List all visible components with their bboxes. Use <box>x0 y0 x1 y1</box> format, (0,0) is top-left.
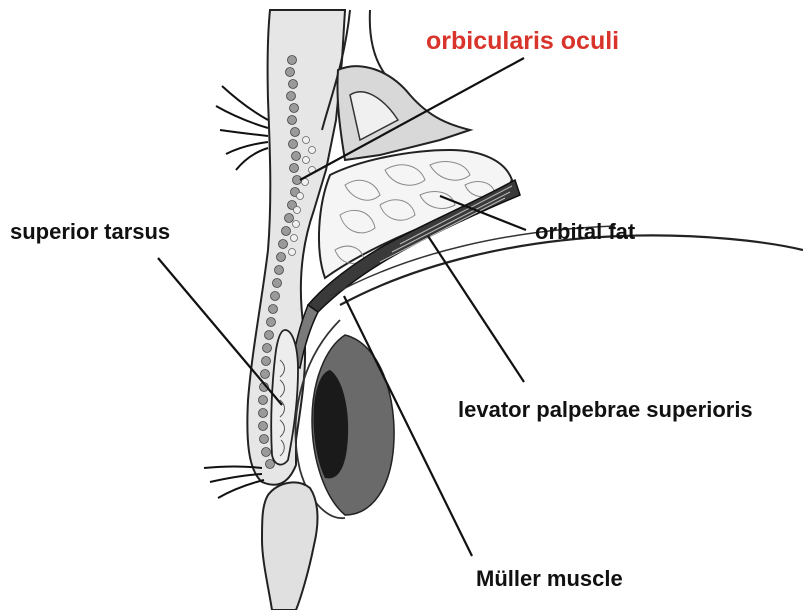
lower-eyelid <box>262 482 317 610</box>
leader-levator <box>428 236 524 382</box>
label-orbital-fat: orbital fat <box>535 219 635 245</box>
label-levator-palpebrae-superioris: levator palpebrae superioris <box>458 397 753 423</box>
upper-eyelashes-icon <box>216 86 268 170</box>
label-muller-muscle: Müller muscle <box>476 566 623 592</box>
label-orbicularis-oculi: orbicularis oculi <box>426 26 619 56</box>
label-superior-tarsus: superior tarsus <box>10 219 170 245</box>
